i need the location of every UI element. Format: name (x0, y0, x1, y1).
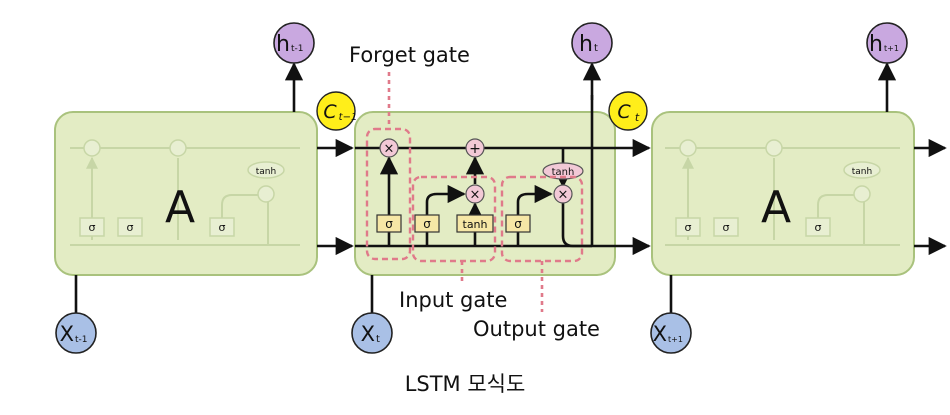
middle-cell: × + × × tanh σ σ tanh (354, 95, 616, 276)
tanh-op-label: tanh (552, 167, 575, 178)
cell-state-base: C (323, 101, 337, 123)
cell-state-c-t: C t (608, 91, 648, 131)
layer-label: σ (385, 217, 393, 231)
add-op: + (465, 138, 485, 158)
input-multiply-op: × (465, 184, 485, 204)
output-multiply-op: × (553, 184, 573, 204)
node-base: X (361, 322, 375, 346)
middle-cell-box (354, 111, 616, 276)
node-sub: t-1 (291, 44, 304, 54)
output-node-h-t-1: h t-1 (273, 22, 315, 64)
ghost-layer-label: σ (815, 221, 822, 234)
layer-label: tanh (463, 218, 488, 231)
op-symbol: × (470, 188, 481, 203)
input-node-x-t-1: X t-1 (55, 312, 97, 354)
ghost-layer-label: σ (127, 221, 134, 234)
node-sub: t+1 (668, 335, 683, 344)
forget-gate-label: Forget gate (349, 43, 470, 67)
input-node-x-t+1: X t+1 (650, 312, 692, 354)
output-sigma-layer: σ (505, 214, 531, 233)
output-gate-box (500, 175, 584, 263)
node-sub: t (594, 43, 598, 54)
connection-arrows (74, 62, 947, 314)
op-symbol: + (469, 141, 481, 157)
ghost-tanh-label: tanh (256, 167, 276, 177)
input-gate-label: Input gate (399, 288, 507, 312)
input-node-x-t: X t (351, 312, 393, 354)
ghost-layer-label: σ (89, 221, 96, 234)
right-cell-ghost-labels: σ σ σ tanh (685, 167, 873, 234)
node-sub: t-1 (75, 335, 88, 345)
right-cell-label: A (761, 182, 791, 233)
tanh-op: tanh (542, 162, 584, 180)
gate-leader-lines (387, 72, 544, 312)
node-base: X (653, 322, 667, 346)
tanh-layer: tanh (456, 214, 494, 233)
cell-state-sub: t (635, 111, 640, 124)
cell-state-c-t-1: C t−1 (316, 91, 358, 131)
node-sub: t+1 (884, 44, 899, 53)
output-gate-label: Output gate (473, 317, 600, 341)
ghost-layer-label: σ (685, 221, 692, 234)
ghost-layer-label: σ (723, 221, 730, 234)
right-cell: σ σ σ tanh A (651, 111, 915, 276)
layer-label: σ (514, 217, 522, 231)
node-base: X (60, 322, 74, 346)
node-base: h (869, 32, 883, 57)
left-cell: σ σ σ tanh A (54, 111, 318, 276)
left-cell-ghost-ops (79, 139, 285, 237)
input-sigma-layer: σ (414, 214, 440, 233)
cell-state-base: C (617, 101, 631, 123)
left-cell-label: A (165, 182, 195, 233)
forget-sigma-layer: σ (376, 214, 402, 233)
diagram-caption: LSTM 모식도 (404, 372, 526, 396)
ghost-tanh-label: tanh (852, 167, 872, 177)
cell-state-sub: t−1 (339, 112, 358, 123)
left-cell-ghost-labels: σ σ σ tanh (89, 167, 277, 234)
output-node-h-t: h t (571, 22, 613, 64)
op-symbol: × (558, 188, 569, 203)
forget-multiply-op: × (379, 138, 399, 158)
input-gate-box (411, 175, 497, 263)
node-base: h (276, 32, 290, 57)
node-base: h (579, 32, 593, 57)
right-cell-ghost-ops (675, 139, 881, 237)
ghost-layer-label: σ (219, 221, 226, 234)
op-symbol: × (384, 142, 395, 157)
layer-label: σ (423, 217, 431, 231)
node-sub: t (376, 334, 380, 345)
output-node-h-t+1: h t+1 (866, 22, 908, 64)
